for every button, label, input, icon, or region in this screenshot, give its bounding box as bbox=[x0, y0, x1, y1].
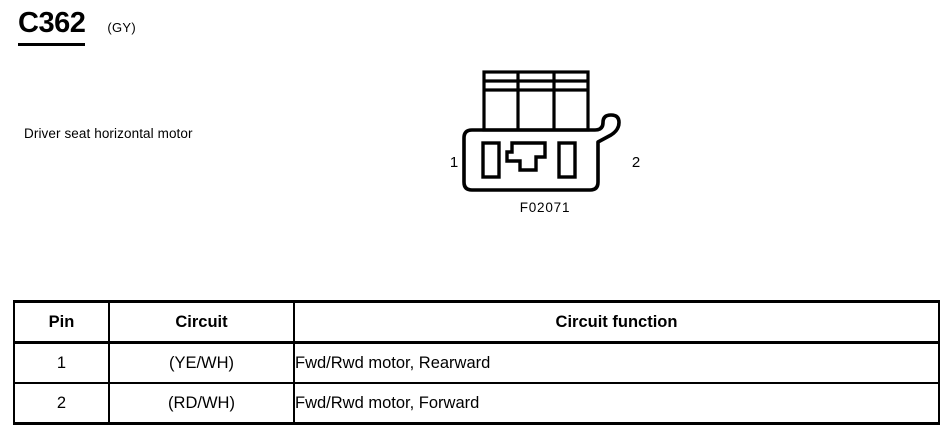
pin-number-left: 1 bbox=[450, 154, 458, 171]
table-row: 1 (YE/WH) Fwd/Rwd motor, Rearward bbox=[13, 341, 940, 384]
connector-shell-outline bbox=[462, 113, 621, 192]
column-header-circuit-function: Circuit function bbox=[293, 300, 940, 344]
cell-circuit-function: Fwd/Rwd motor, Forward bbox=[293, 382, 940, 425]
connector-diagram: 1 2 bbox=[440, 58, 650, 233]
pin-table: Pin Circuit Circuit function 1 (YE/WH) F… bbox=[13, 300, 940, 425]
cell-pin: 1 bbox=[13, 341, 110, 384]
pin-number-right: 2 bbox=[632, 154, 640, 171]
column-header-circuit: Circuit bbox=[108, 300, 295, 344]
table-header-row: Pin Circuit Circuit function bbox=[13, 300, 940, 344]
connector-part-number: F02071 bbox=[519, 200, 571, 215]
cell-circuit: (RD/WH) bbox=[108, 382, 295, 425]
connector-color-code: (GY) bbox=[107, 20, 136, 35]
column-header-pin: Pin bbox=[13, 300, 110, 344]
cell-pin: 2 bbox=[13, 382, 110, 425]
connector-id: C362 bbox=[18, 6, 86, 46]
cell-circuit-function: Fwd/Rwd motor, Rearward bbox=[293, 341, 940, 384]
cell-circuit: (YE/WH) bbox=[108, 341, 295, 384]
table-row: 2 (RD/WH) Fwd/Rwd motor, Forward bbox=[13, 382, 940, 425]
connector-header: C362 (GY) bbox=[18, 6, 136, 46]
component-description: Driver seat horizontal motor bbox=[24, 126, 193, 141]
